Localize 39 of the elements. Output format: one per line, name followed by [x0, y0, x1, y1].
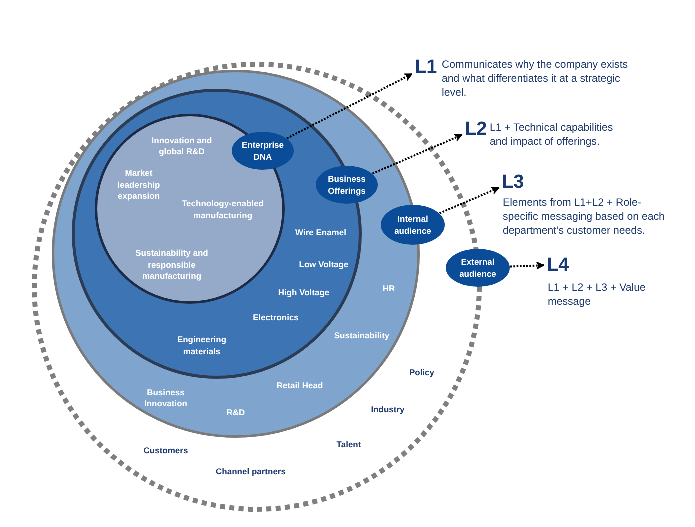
tier-name: Business Offerings — [328, 173, 366, 197]
tier-ellipse — [381, 205, 445, 245]
dotted-arrow — [286, 73, 413, 140]
function-label: Retail Head — [276, 380, 324, 392]
dotted-arrow — [372, 134, 463, 175]
stakeholder-label: Policy — [408, 367, 436, 379]
tier-ellipse — [446, 249, 510, 287]
dotted-arrow — [439, 187, 500, 214]
level-description: Communicates why the company exists and what differentiates it at a strategic level. — [442, 58, 630, 100]
function-label: R&D — [226, 407, 246, 419]
product-label: Wire Enamel — [295, 227, 347, 239]
level-description: Elements from L1+L2 + Role-specific messaging based on each department’s customer needs. — [503, 196, 666, 238]
level-description: L1 + L2 + L3 + Value message — [548, 281, 647, 309]
level-heading: L3 — [502, 172, 524, 192]
tier-ellipse — [232, 132, 294, 170]
function-label: Sustainability — [334, 330, 390, 342]
tier-ellipse — [316, 166, 378, 204]
tier-name: Enterprise DNA — [241, 139, 285, 163]
product-label: High Voltage — [278, 287, 330, 299]
stakeholder-label: Talent — [336, 439, 362, 451]
tier-name: External audience — [459, 256, 497, 280]
level-description: L1 + Technical capabilities and impact of offerings. — [490, 121, 614, 149]
level-heading: L1 — [415, 58, 438, 76]
stakeholder-label: Industry — [370, 404, 406, 416]
dotted-arrow — [510, 262, 544, 270]
topic-label: Technology-enabled manufacturing — [181, 198, 265, 222]
product-label: Engineering materials — [176, 334, 228, 358]
function-label: Business Innovation — [144, 387, 188, 410]
topic-label: Market leadership expansion — [117, 168, 161, 202]
topic-label: Sustainability and responsible manufacturing — [135, 248, 209, 282]
product-label: Low Voltage — [298, 259, 350, 271]
product-label: Electronics — [252, 312, 300, 324]
level-heading: L4 — [547, 256, 570, 274]
tier-name: Internal audience — [394, 213, 432, 237]
stakeholder-label: Channel partners — [216, 466, 286, 478]
level-heading: L2 — [465, 120, 488, 138]
topic-label: Innovation and global R&D — [151, 135, 213, 158]
stakeholder-label: Customers — [143, 445, 189, 457]
function-label: HR — [382, 283, 396, 295]
